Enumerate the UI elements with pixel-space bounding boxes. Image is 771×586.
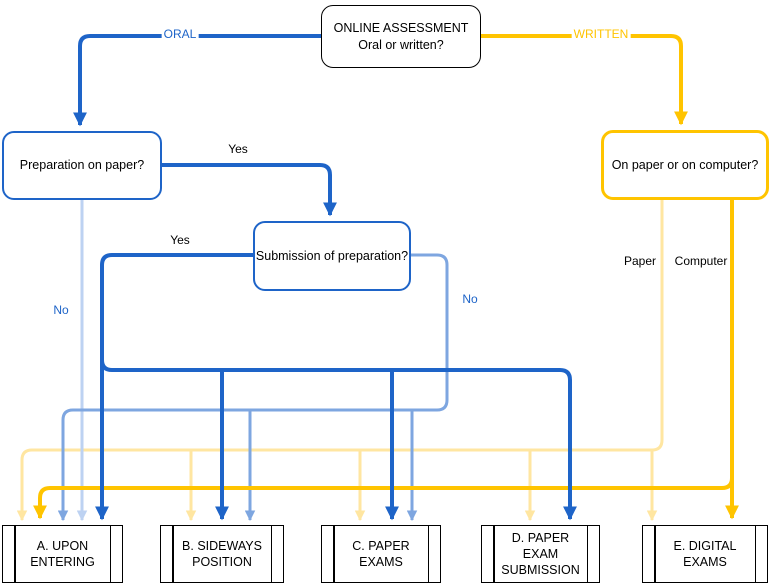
process-digital-exams: E. DIGITAL EXAMS (642, 525, 768, 583)
edge-label-computer: Computer (672, 254, 730, 268)
process-upon-entering: A. UPON ENTERING (2, 525, 123, 583)
edge-label-written: WRITTEN (571, 27, 631, 41)
process-sideways-position: B. SIDEWAYS POSITION (160, 525, 284, 583)
process-digital-exams-label: E. DIGITAL EXAMS (673, 538, 737, 569)
process-paper-exam-submission-label: D. PAPER EXAM SUBMISSION (501, 530, 580, 578)
process-sideways-position-label: B. SIDEWAYS POSITION (182, 538, 262, 569)
process-paper-exams-label: C. PAPER EXAMS (352, 538, 410, 569)
edge-sub-no-main (57, 253, 449, 522)
edge-sub-yes-main (95, 253, 253, 521)
edge-sub-yes-branch (100, 359, 577, 521)
edge-label-prep-no: No (51, 303, 71, 317)
edge-label-oral: ORAL (161, 27, 199, 41)
edge-oral (73, 34, 321, 127)
edge-paper-main (16, 200, 664, 522)
node-online-assessment-title: ONLINE ASSESSMENT (333, 21, 469, 36)
edge-written (481, 34, 688, 126)
edge-label-paper: Paper (621, 254, 659, 268)
edge-prep-yes (162, 163, 337, 217)
edge-label-prep-yes: Yes (226, 142, 250, 156)
node-paper-or-computer: On paper or on computer? (601, 130, 769, 200)
edge-computer-branch-a (33, 477, 734, 520)
node-online-assessment: ONLINE ASSESSMENT Oral or written? (321, 5, 481, 68)
node-submission-label: Submission of preparation? (255, 248, 409, 263)
process-paper-exams: C. PAPER EXAMS (321, 525, 441, 583)
process-paper-exam-submission: D. PAPER EXAM SUBMISSION (481, 525, 600, 583)
process-upon-entering-label: A. UPON ENTERING (30, 538, 95, 569)
node-preparation-label: Preparation on paper? (19, 158, 145, 173)
node-paper-or-computer-label: On paper or on computer? (611, 157, 759, 172)
node-preparation-on-paper: Preparation on paper? (2, 131, 162, 200)
node-submission-of-preparation: Submission of preparation? (253, 221, 411, 291)
node-online-assessment-subtitle: Oral or written? (358, 37, 444, 52)
edge-label-submission-no: No (460, 292, 480, 306)
edge-label-submission-yes: Yes (168, 233, 192, 247)
